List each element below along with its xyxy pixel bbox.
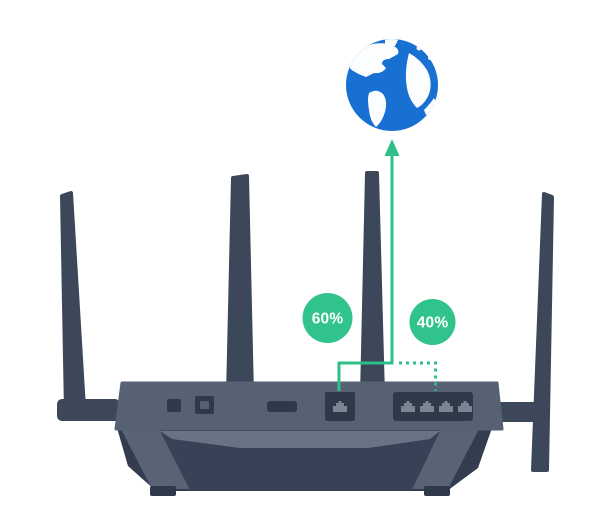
- island-1: [416, 45, 422, 51]
- continent-australia: [424, 98, 438, 115]
- router-leg-left: [121, 429, 198, 489]
- router-antennas: [57, 171, 554, 472]
- continent-greenland: [385, 39, 398, 47]
- globe-icon: [346, 39, 438, 131]
- wan-share-badge: 60%: [302, 293, 353, 343]
- router-foot-left: [150, 486, 176, 496]
- vent-icon: [267, 401, 297, 412]
- router-illustration: [57, 171, 554, 496]
- router-leg-right: [402, 429, 479, 489]
- router-foot-right: [424, 486, 450, 496]
- router-ports: [167, 392, 473, 421]
- lan-share-badge-label: 40%: [417, 315, 449, 332]
- router-ridge-highlight: [160, 431, 440, 448]
- wan-share-badge-label: 60%: [312, 311, 344, 328]
- power-button-icon: [167, 399, 181, 412]
- continent-north-america: [350, 43, 399, 77]
- antenna-icon-inner-left: [226, 174, 254, 398]
- continent-south-america: [368, 90, 387, 127]
- island-2: [428, 56, 432, 60]
- lan-link-dotted-line: [399, 361, 437, 391]
- lan-share-badge-circle: [409, 299, 456, 345]
- lan-share-badge: 40%: [409, 299, 456, 345]
- router-lower-body: [117, 428, 492, 496]
- arrow-up-icon: [384, 139, 400, 156]
- globe-continents: [350, 39, 438, 127]
- antenna-icon-outer-left: [60, 191, 86, 414]
- antenna-icon-outer-right: [531, 192, 554, 472]
- wan-share-badge-circle: [302, 293, 353, 343]
- power-jack-inner: [200, 401, 209, 409]
- continent-africa-europe: [405, 53, 431, 108]
- antenna-connector-left: [57, 399, 120, 421]
- wan-link-line: [337, 154, 394, 391]
